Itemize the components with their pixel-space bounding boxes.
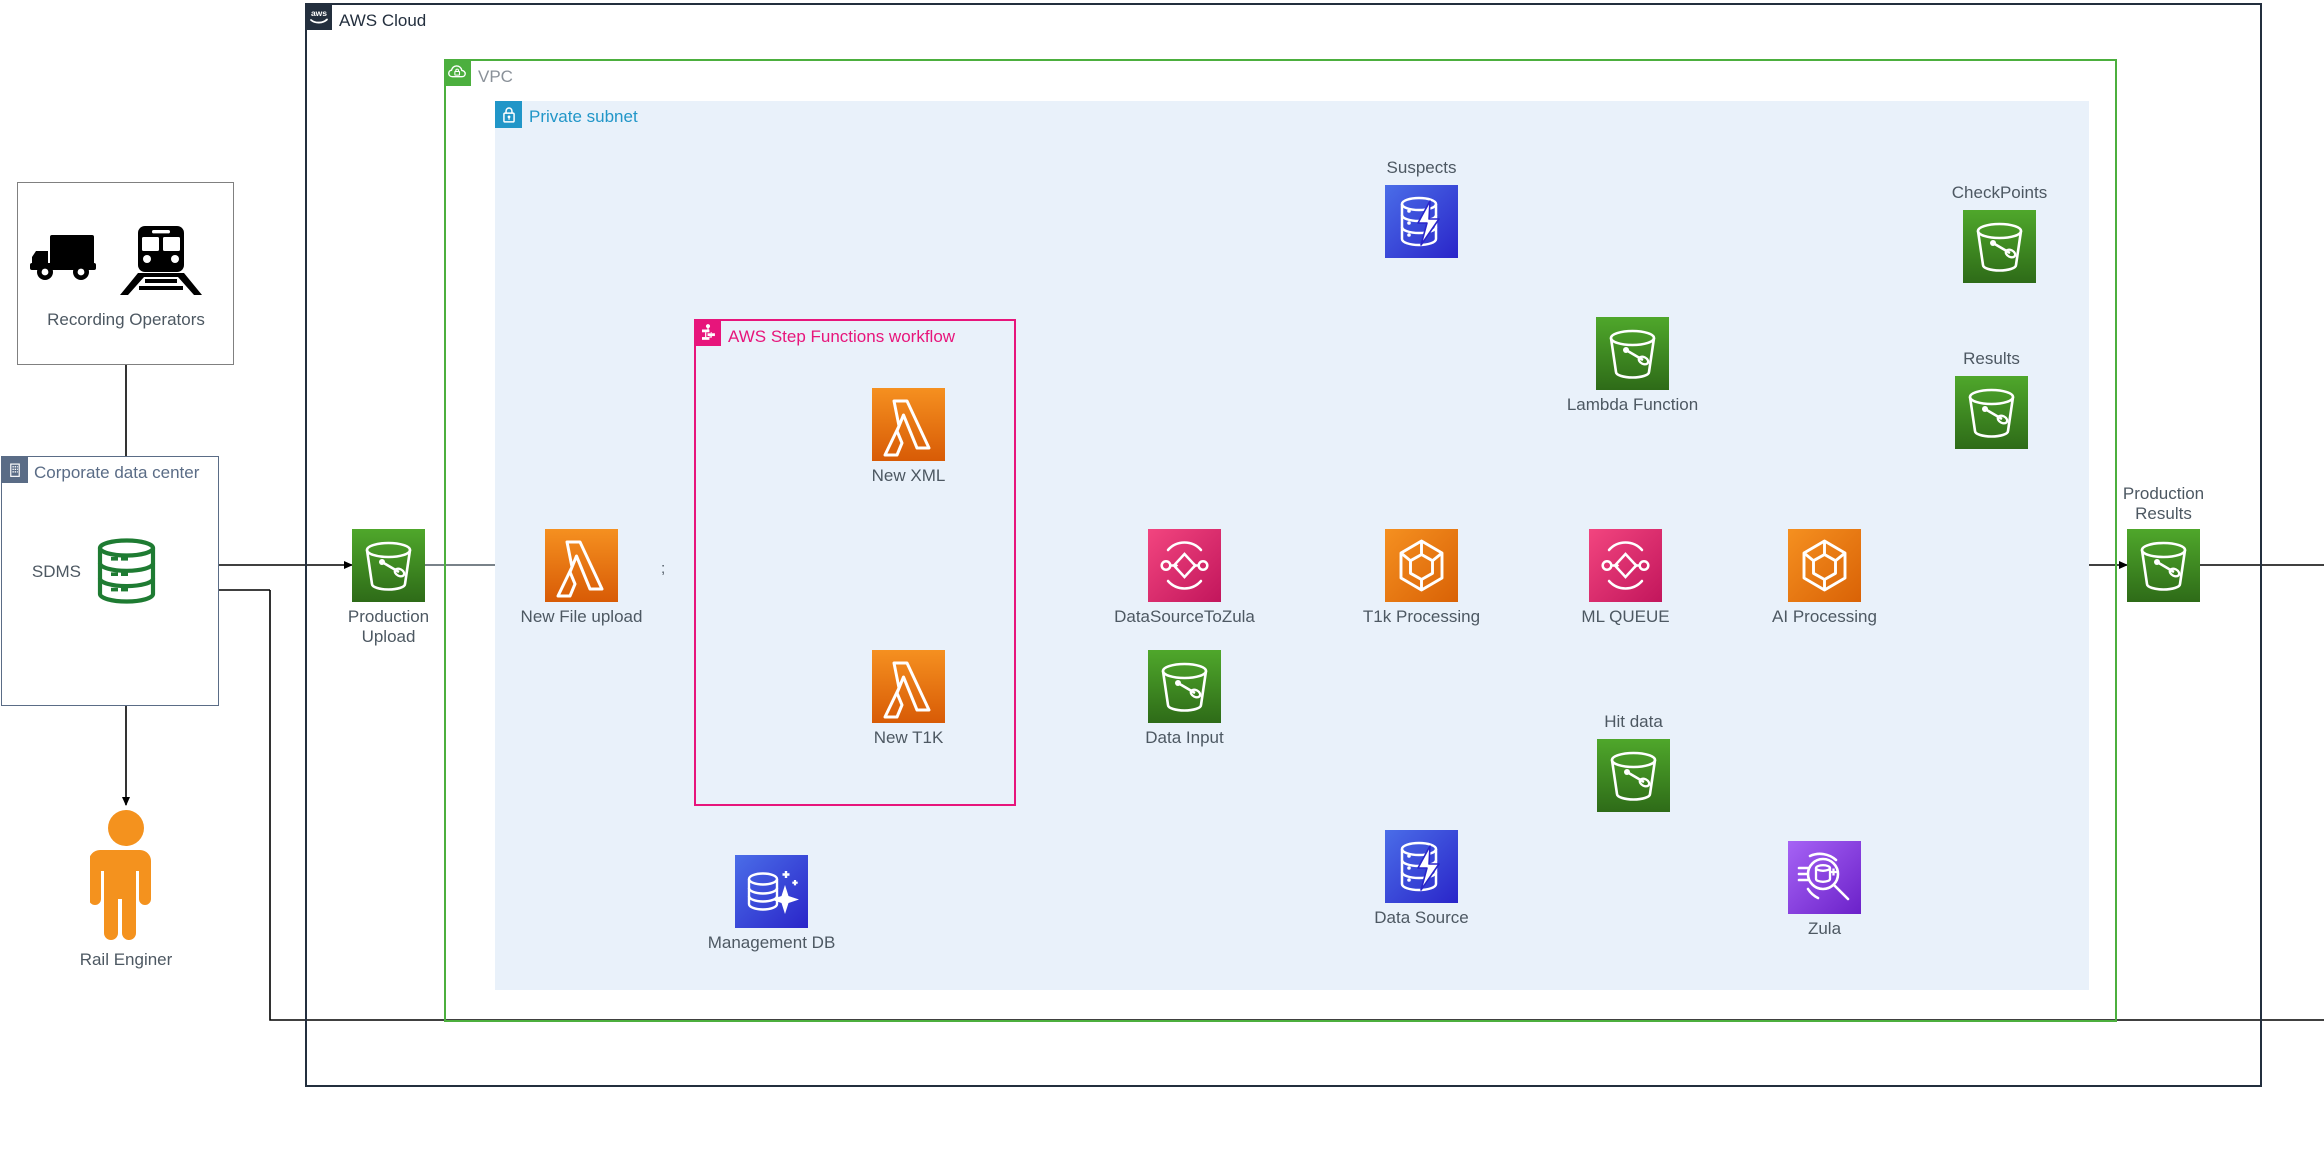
recording-operators-box — [17, 182, 234, 365]
vpc-cloud-icon — [444, 59, 471, 86]
s3-bucket-icon — [1955, 376, 2028, 449]
person-actor-icon — [90, 805, 162, 945]
production-results-label: Production Results — [2122, 484, 2205, 523]
node-t1k-processing[interactable]: T1k Processing — [1363, 529, 1480, 626]
node-data-input[interactable]: Data Input — [1145, 650, 1224, 747]
new-xml-label: New XML — [871, 466, 946, 485]
lambda-icon — [872, 650, 945, 723]
s3-bucket-icon — [1596, 317, 1669, 390]
node-new-xml[interactable]: New XML — [872, 388, 945, 485]
node-checkpoints[interactable]: CheckPoints — [1952, 183, 2047, 283]
s3-bucket-icon — [1963, 210, 2036, 283]
truck-and-train-icon — [26, 205, 226, 305]
ml-queue-label: ML QUEUE — [1581, 607, 1670, 626]
step-functions-label: AWS Step Functions workflow — [728, 327, 956, 346]
new-t1k-label: New T1K — [873, 728, 944, 747]
node-recording-operators: Recording Operators — [26, 205, 226, 329]
management-db-label: Management DB — [707, 933, 836, 952]
lambda-icon — [872, 388, 945, 461]
data-input-label: Data Input — [1145, 728, 1224, 747]
data-source-label: Data Source — [1374, 908, 1469, 927]
opensearch-icon — [1788, 841, 1861, 914]
node-management-db[interactable]: Management DB — [708, 855, 835, 952]
production-upload-label: Production Upload — [347, 607, 430, 646]
node-datasource-to-zula[interactable]: DataSourceToZula — [1114, 529, 1255, 626]
sqs-queue-icon — [1148, 529, 1221, 602]
corporate-data-center-boundary: Corporate data center — [1, 456, 219, 706]
node-new-t1k[interactable]: New T1K — [872, 650, 945, 747]
sqs-queue-icon — [1589, 529, 1662, 602]
private-subnet-label: Private subnet — [529, 107, 638, 126]
lambda-icon — [545, 529, 618, 602]
node-hit-data[interactable]: Hit data — [1597, 712, 1670, 812]
node-results[interactable]: Results — [1955, 349, 2028, 449]
database-cylinder-icon — [94, 535, 159, 607]
node-production-results[interactable]: Production Results — [2123, 484, 2204, 602]
node-ai-processing[interactable]: AI Processing — [1772, 529, 1877, 626]
checkpoints-label: CheckPoints — [1951, 183, 2048, 202]
rail-enginer-label: Rail Enginer — [79, 950, 173, 969]
node-data-source[interactable]: Data Source — [1374, 830, 1469, 927]
node-sdms: SDMS — [32, 535, 159, 607]
suspects-label: Suspects — [1386, 158, 1457, 177]
node-suspects[interactable]: Suspects — [1385, 158, 1458, 258]
dynamodb-icon — [1385, 830, 1458, 903]
datasource-to-zula-label: DataSourceToZula — [1114, 607, 1255, 626]
aws-cloud-label: AWS Cloud — [339, 11, 427, 30]
ai-processing-label: AI Processing — [1772, 607, 1877, 626]
s3-bucket-icon — [1597, 739, 1670, 812]
svg-text:aws: aws — [310, 8, 326, 18]
vpc-boundary: VPC — [444, 59, 2117, 1022]
results-label: Results — [1963, 349, 2020, 368]
compute-hexagon-icon — [1788, 529, 1861, 602]
zula-label: Zula — [1807, 919, 1842, 938]
t1k-processing-label: T1k Processing — [1362, 607, 1481, 626]
node-new-file-upload[interactable]: New File upload — [521, 529, 642, 626]
s3-bucket-icon — [2127, 529, 2200, 602]
compute-hexagon-icon — [1385, 529, 1458, 602]
aws-cloud-boundary: aws AWS Cloud — [305, 3, 2262, 1087]
aws-logo-icon: aws — [305, 3, 332, 30]
step-functions-workflow-boundary: AWS Step Functions workflow — [694, 319, 1016, 806]
node-ml-queue[interactable]: ML QUEUE — [1581, 529, 1670, 626]
node-lambda-function[interactable]: Lambda Function — [1567, 317, 1698, 414]
lambda-function-label: Lambda Function — [1566, 395, 1699, 414]
recording-operators-label: Recording Operators — [47, 310, 205, 329]
node-production-upload[interactable]: Production Upload — [348, 529, 429, 646]
lock-icon — [495, 101, 522, 128]
building-icon — [1, 456, 28, 483]
node-zula[interactable]: Zula — [1788, 841, 1861, 938]
s3-bucket-icon — [1148, 650, 1221, 723]
dynamodb-icon — [1385, 185, 1458, 258]
hit-data-label: Hit data — [1604, 712, 1663, 731]
sdms-label: SDMS — [31, 562, 81, 581]
database-sparkle-icon — [735, 855, 808, 928]
node-rail-enginer: Rail Enginer — [80, 805, 172, 969]
new-file-upload-label: New File upload — [520, 607, 643, 626]
edge-marker-text: ; — [661, 560, 666, 577]
step-functions-icon — [694, 319, 721, 346]
corporate-data-center-label: Corporate data center — [34, 463, 200, 482]
s3-bucket-icon — [352, 529, 425, 602]
vpc-label: VPC — [478, 67, 513, 86]
